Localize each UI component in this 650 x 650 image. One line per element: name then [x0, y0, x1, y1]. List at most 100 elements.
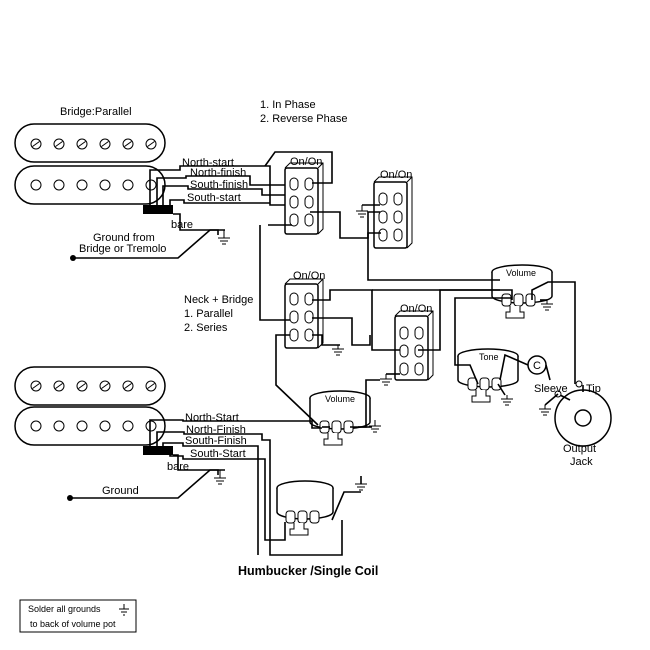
switch-lug — [399, 326, 409, 340]
wire-label-south-finish: South-finish — [190, 179, 248, 191]
neck-top-coil — [14, 366, 166, 406]
switch-lug — [378, 192, 388, 206]
switch-lug — [304, 310, 314, 324]
pole-slug — [53, 179, 65, 191]
switch-lug — [414, 326, 424, 340]
bridge-pole-slugs — [30, 179, 157, 191]
pole-screw — [30, 138, 42, 150]
output-label: Output — [563, 443, 596, 455]
volume-1-label: Volume — [506, 268, 536, 278]
ground-icon — [541, 300, 553, 311]
sleeve-label: Sleeve — [534, 383, 568, 395]
pole-slug — [99, 179, 111, 191]
bridge-bottom-coil — [14, 165, 166, 205]
pot-shaft-tab — [323, 433, 343, 446]
switch-lug — [378, 228, 388, 242]
switch-lug — [393, 210, 403, 224]
pot-lug — [285, 510, 296, 524]
pot-lugs — [319, 420, 354, 446]
bridge-cable — [143, 205, 173, 214]
pole-slug — [76, 179, 88, 191]
switch-lug — [304, 213, 314, 227]
pole-screw — [53, 138, 65, 150]
output-jack: Sleeve Tip Output Jack — [534, 380, 612, 468]
ground-icon — [380, 374, 392, 386]
switch-2-label: On/On — [380, 169, 412, 181]
pole-screw — [30, 380, 42, 392]
switch-lugs — [378, 192, 403, 242]
pot-lug — [309, 510, 320, 524]
phase-label-2: 2. Reverse Phase — [260, 113, 347, 125]
switch-lugs — [289, 177, 314, 227]
ground-from-label: Ground from — [93, 232, 155, 244]
ground-icon — [356, 205, 368, 218]
pole-slug — [76, 420, 88, 432]
phase-label-1: 1. In Phase — [260, 99, 316, 111]
tone-label: Tone — [479, 352, 499, 362]
jack-label: Jack — [570, 456, 593, 468]
diagram-title: Humbucker /Single Coil — [238, 564, 378, 578]
bridge-top-coil — [14, 123, 166, 163]
pot-lug — [491, 377, 502, 391]
note-line-2: to back of volume pot — [30, 619, 116, 629]
pot-lug — [467, 377, 478, 391]
pole-screw — [145, 138, 157, 150]
neck-bridge-option-1: 1. Parallel — [184, 308, 233, 320]
switch-4: On/On — [394, 303, 434, 381]
switch-lug — [289, 292, 299, 306]
switch-lug — [289, 328, 299, 342]
tone-pot-2 — [276, 480, 334, 536]
switch-lug — [414, 362, 424, 376]
pot-shaft-tab — [289, 523, 309, 536]
neck-bridge-label: Neck + Bridge — [184, 294, 253, 306]
switch-lug — [393, 192, 403, 206]
volume-2-label: Volume — [325, 394, 355, 404]
ground-from-label-2: Bridge or Tremolo — [79, 243, 166, 255]
switch-lugs — [289, 292, 314, 342]
ground-icon — [369, 420, 381, 433]
wire-label-north-start-neck: North-Start — [185, 412, 239, 424]
switch-lugs — [399, 326, 424, 376]
switch-lug — [414, 344, 424, 358]
wire-label-south-start-neck: South-Start — [190, 448, 246, 460]
pole-slug — [145, 179, 157, 191]
ground-icon — [119, 604, 129, 616]
switch-lug — [289, 213, 299, 227]
pole-slug — [145, 420, 157, 432]
neck-pole-slugs — [30, 420, 157, 432]
neck-bridge-option-2: 2. Series — [184, 322, 228, 334]
ground-icon — [214, 470, 226, 485]
wire-label-north-finish-neck: North-Finish — [186, 424, 246, 436]
solder-note: Solder all grounds to back of volume pot — [19, 599, 137, 633]
pole-screw — [145, 380, 157, 392]
wire-label-north-start: North-start — [182, 157, 234, 169]
switch-lug — [378, 210, 388, 224]
switch-lug — [399, 362, 409, 376]
pot-lug — [331, 420, 342, 434]
neck-ground-wire: Ground — [67, 469, 226, 501]
ground-icon — [218, 230, 230, 245]
pot-lug — [297, 510, 308, 524]
pole-slug — [53, 420, 65, 432]
pole-screw — [99, 380, 111, 392]
note-line-1: Solder all grounds — [28, 604, 101, 614]
switch-lug — [304, 328, 314, 342]
pole-slug — [30, 420, 42, 432]
pole-screw — [76, 138, 88, 150]
pot-shaft-tab — [505, 306, 525, 319]
neck-cable — [143, 446, 173, 455]
bridge-humbucker: Bridge:Parallel — [14, 106, 173, 214]
pot-lug — [513, 293, 524, 307]
wire-label-south-finish-neck: South-Finish — [185, 435, 247, 447]
pot-shaft-tab — [471, 390, 491, 403]
tone-pot: Tone C — [457, 348, 547, 403]
pot-lugs — [285, 510, 320, 536]
switch-3-label: On/On — [293, 270, 325, 282]
tip-label: Tip — [586, 383, 601, 395]
pole-slug — [122, 420, 134, 432]
neck-pole-screws — [30, 380, 157, 392]
bridge-pickup-label: Bridge:Parallel — [60, 106, 132, 118]
pot-lugs — [467, 377, 502, 403]
switch-phase: On/On — [284, 156, 324, 235]
bridge-wires: North-start North-finish South-finish So… — [149, 157, 290, 235]
